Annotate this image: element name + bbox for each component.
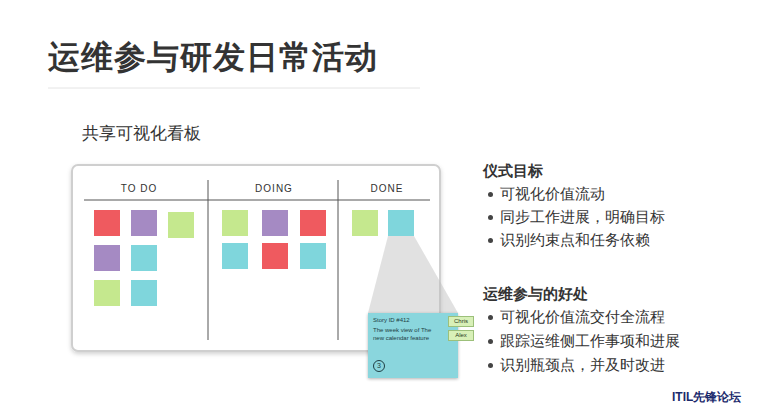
page-title: 运维参与研发日常活动 <box>48 36 378 80</box>
story-points: 3 <box>373 360 385 372</box>
bullet-text: 同步工作进展，明确目标 <box>500 208 665 227</box>
column-divider <box>208 180 209 340</box>
story-description: The week view of The new calendar featur… <box>373 327 441 342</box>
column-title: DOING <box>214 183 334 194</box>
section-heading: 共享可视化看板 <box>82 122 201 145</box>
bullet-text: 跟踪运维侧工作事项和进展 <box>500 332 680 351</box>
tag-name: Alex <box>449 331 473 340</box>
bullet-dot <box>488 215 493 220</box>
column-header: DOING <box>214 183 334 197</box>
column-divider <box>338 180 339 340</box>
section-heading: 仪式目标 <box>483 162 543 181</box>
column-header: DONE <box>342 183 432 197</box>
assignee-tag: Chris <box>448 316 474 327</box>
bullet-text: 识别约束点和任务依赖 <box>500 231 650 250</box>
story-card: Story ID #412The week view of The new ca… <box>368 313 458 378</box>
tag-name: Chris <box>449 317 473 326</box>
bullet-dot <box>488 339 493 344</box>
title-rule <box>48 88 420 89</box>
zoom-beam <box>368 236 458 313</box>
column-title: TO DO <box>84 183 194 194</box>
bullet-text: 可视化价值流交付全流程 <box>500 308 665 327</box>
section-heading: 运维参与的好处 <box>483 285 588 304</box>
watermark: ITIL先锋论坛 <box>672 389 741 406</box>
column-header: TO DO <box>84 183 194 197</box>
column-title: DONE <box>342 183 432 194</box>
story-id: Story ID #412 <box>373 317 443 325</box>
header-rule <box>84 200 430 201</box>
bullet-dot <box>488 363 493 368</box>
sticky-notes <box>94 210 414 306</box>
bullet-text: 可视化价值流动 <box>500 185 605 204</box>
bullet-dot <box>488 192 493 197</box>
assignee-tag: Alex <box>448 330 474 341</box>
bullet-text: 识别瓶颈点，并及时改进 <box>500 356 665 375</box>
bullet-dot <box>488 238 493 243</box>
bullet-dot <box>488 315 493 320</box>
